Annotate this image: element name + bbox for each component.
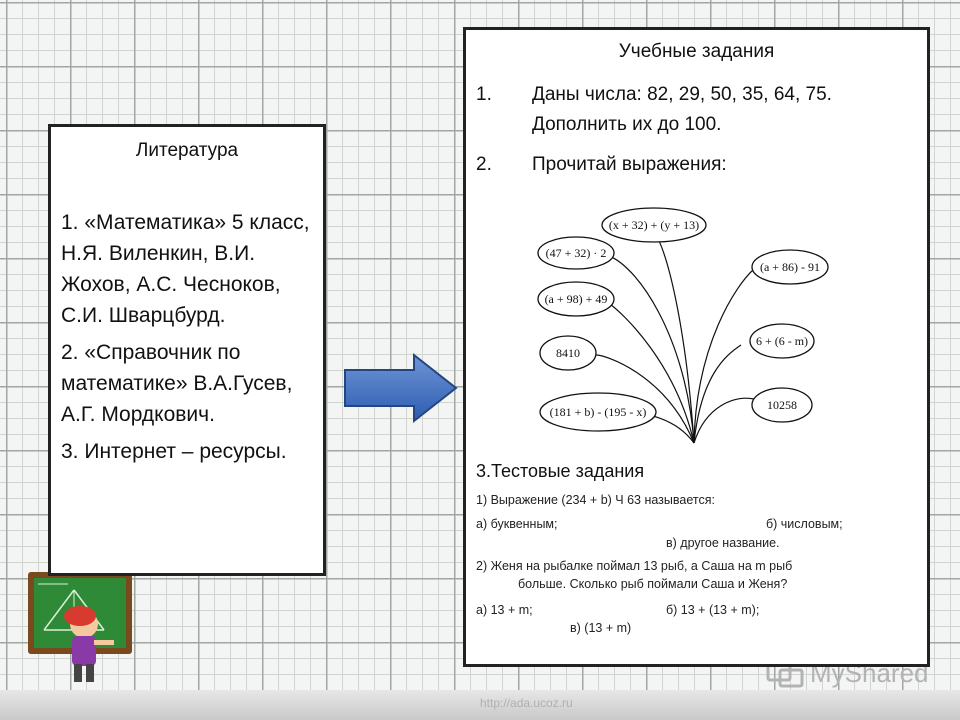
expression-label: 8410: [556, 346, 580, 360]
task-number: 1.: [476, 84, 492, 105]
task-text: Прочитай выражения:: [532, 154, 727, 175]
question-1-option-b: б) числовым;: [766, 517, 843, 531]
expression-label: (a + 86) - 91: [760, 260, 820, 274]
expressions-diagram: (x + 32) + (y + 13) (47 + 32) · 2 (a + 9…: [537, 207, 829, 444]
literature-item: 2. «Справочник по математике» В.А.Гусев,…: [61, 341, 293, 426]
literature-title: Литература: [135, 140, 239, 161]
literature-item: 1. «Математика» 5 класс, Н.Я. Виленкин, …: [61, 211, 310, 327]
expression-label: (181 + b) - (195 - x): [550, 405, 647, 419]
connector-line: [653, 232, 695, 444]
task-2: 2. Прочитай выражения:: [476, 150, 912, 180]
expression-label: (47 + 32) · 2: [546, 246, 607, 260]
question-2-option-a: а) 13 + m;: [476, 603, 533, 617]
right-arrow-icon: [344, 352, 458, 424]
task-number: 2.: [476, 154, 492, 175]
expression-oval: [751, 249, 829, 285]
question-2-option-b: б) 13 + (13 + m);: [666, 603, 760, 617]
literature-box: Литература 1. «Математика» 5 класс, Н.Я.…: [48, 124, 326, 576]
expression-label: (a + 98) + 49: [545, 292, 608, 306]
connector-line: [693, 344, 742, 444]
task-1: 1. Даны числа: 82, 29, 50, 35, 64, 75. Д…: [476, 80, 912, 140]
expression-oval: [601, 207, 707, 243]
test-heading: 3.Тестовые задания: [476, 461, 645, 481]
teacher-chalkboard-illustration: [28, 572, 132, 682]
expression-oval: [749, 323, 815, 359]
task-text: Даны числа: 82, 29, 50, 35, 64, 75. Допо…: [532, 84, 832, 135]
expression-oval: [537, 236, 615, 270]
connector-line: [693, 397, 755, 444]
connector-line: [693, 268, 755, 444]
connector-line: [605, 254, 695, 444]
question-1: 1) Выражение (234 + b) Ч 63 называется:: [476, 493, 715, 507]
question-1-option-c: в) другое название.: [666, 536, 780, 550]
tasks-title: Учебные задания: [618, 41, 775, 62]
question-2-line-1: 2) Женя на рыбалке поймал 13 рыб, а Саша…: [476, 559, 793, 573]
question-2-line-2: больше. Сколько рыб поймали Саша и Женя?: [518, 577, 788, 591]
expression-oval: [539, 335, 597, 371]
expression-oval: [751, 387, 813, 423]
connector-line: [605, 300, 695, 444]
tasks-box: Учебные задания 1. Даны числа: 82, 29, 5…: [463, 27, 930, 667]
question-1-option-a: а) буквенным;: [476, 517, 558, 531]
bottom-bar: http://ada.ucoz.ru: [0, 690, 960, 720]
connector-line: [595, 354, 695, 444]
question-2-option-c: в) (13 + m): [570, 621, 632, 635]
literature-list: 1. «Математика» 5 класс, Н.Я. Виленкин, …: [61, 207, 317, 473]
expression-label: 6 + (6 - m): [756, 334, 808, 348]
expression-label: 10258: [767, 398, 797, 412]
literature-item: 3. Интернет – ресурсы.: [61, 440, 287, 463]
expression-label: (x + 32) + (y + 13): [609, 218, 699, 232]
expression-oval: [537, 281, 615, 317]
footer-url: http://ada.ucoz.ru: [480, 696, 573, 710]
expression-oval: [539, 392, 657, 432]
